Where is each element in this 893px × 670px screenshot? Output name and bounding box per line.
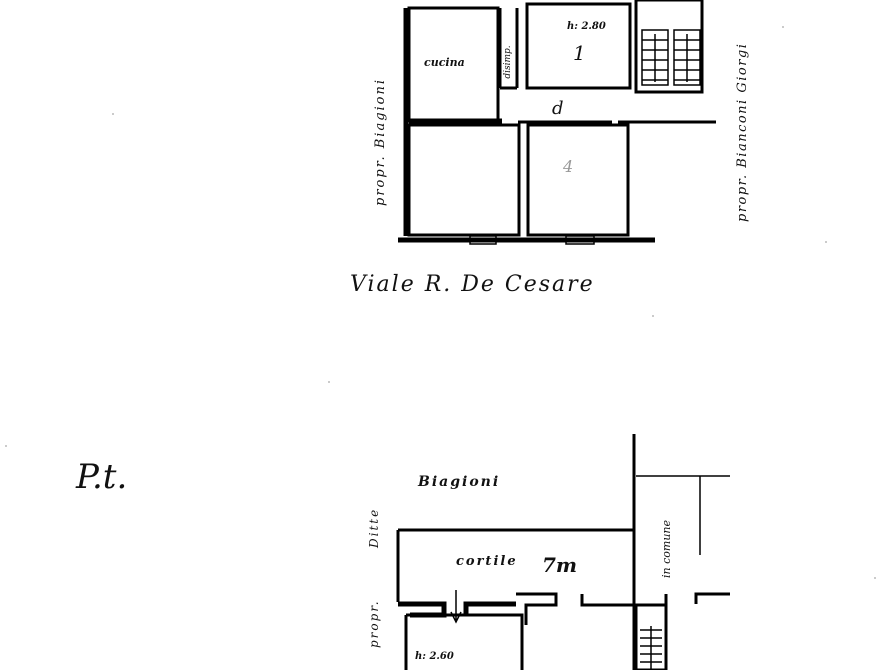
street-windows [469, 235, 595, 245]
neighbor-propr-label: propr. [367, 599, 381, 648]
street-label: Viale R. De Cesare [350, 272, 595, 297]
room-d-label: d [552, 98, 564, 119]
room-lower-left [407, 123, 521, 237]
neighbor-left-label: propr. Biagioni [373, 78, 388, 206]
stair-runs [641, 29, 701, 86]
room1-height-label: h: 2.80 [567, 21, 606, 32]
upper-floor-plan: cucina disimp. h: 2.80 1 d 4 propr. Biag… [350, 0, 750, 297]
stairwell-upper [634, 0, 704, 94]
neighbor-right-label: propr. Bianconi Giorgi [735, 43, 750, 222]
room-4 [526, 123, 630, 237]
courtyard-mark: 7m [542, 553, 577, 577]
wall-segment-3 [516, 592, 558, 625]
ground-room [404, 613, 524, 670]
neighbor-ditte-label: Ditte [367, 508, 381, 549]
cucina-label: cucina [424, 56, 465, 69]
wall-segment-5 [694, 592, 730, 604]
courtyard-label: cortile [456, 554, 518, 569]
stair-treads [642, 39, 700, 81]
neighbor-top-label: Biagioni [417, 474, 500, 490]
wall-segment-1 [398, 601, 447, 618]
disimpegno-label: disimp. [503, 45, 513, 78]
ground-room-height-label: h: 2.60 [415, 651, 454, 662]
room1-number-label: 1 [573, 41, 586, 65]
wall-segment-4 [580, 594, 668, 607]
scan-specks [5, 26, 876, 579]
right-boundary-lines [636, 475, 730, 555]
wall-segment-2 [463, 601, 516, 615]
room-1 [525, 2, 632, 90]
disimpegno-area [498, 8, 519, 90]
ground-floor-label: P.t. [75, 457, 127, 497]
stair-treads-ground [640, 626, 662, 670]
ground-floor-plan: P.t. Biagioni Ditte propr. cortile 7m in… [75, 434, 730, 670]
entry-arrow [450, 590, 462, 624]
stair-arrows [654, 34, 688, 82]
in-comune-label: in comune [660, 520, 673, 578]
room4-label: 4 [562, 157, 573, 176]
stairwell-ground [634, 603, 668, 670]
